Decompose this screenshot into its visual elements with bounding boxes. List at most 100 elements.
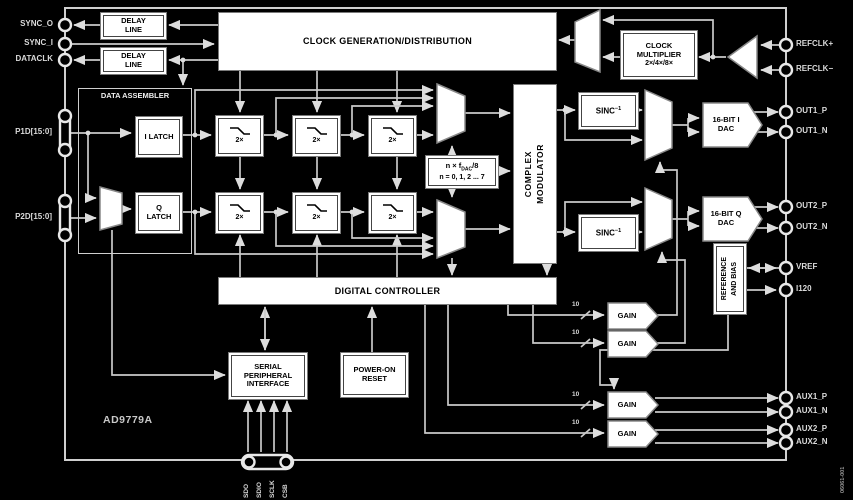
sync-o-label: SYNC_O: [20, 19, 53, 28]
i-interp-filter-2: 2×: [292, 115, 341, 157]
reference-bias-block: REFERENCE AND BIAS: [713, 243, 747, 315]
p2d-label: P2D[15:0]: [15, 212, 52, 221]
i-dac-shape: [702, 102, 763, 148]
reference-bias-label-1: REFERENCE: [721, 257, 729, 301]
sync-i-label: SYNC_I: [24, 38, 53, 47]
gain-dac-4-shape: [607, 420, 660, 448]
bus-width-3: 10: [572, 391, 580, 398]
gain-dac-2-shape: [607, 330, 660, 358]
aux2-p-label: AUX2_P: [796, 424, 828, 433]
pin-refclk-n: [778, 62, 794, 78]
sclk-label: SCLK: [269, 480, 276, 498]
pin-refclk-p: [778, 37, 794, 53]
clock-generation-block: CLOCK GENERATION/DISTRIBUTION: [218, 12, 557, 71]
complex-modulator-block: COMPLEX MODULATOR: [513, 84, 557, 264]
refclk-p-label: REFCLK+: [796, 39, 834, 48]
refclk-n-label: REFCLK−: [796, 64, 834, 73]
nco-line1: n × fDAC/8: [445, 161, 479, 173]
pin-out2-p: [778, 199, 794, 215]
data-assembler-block: [78, 88, 192, 254]
gain-3-label: GAIN: [617, 399, 637, 409]
dataclk-label: DATACLK: [15, 54, 53, 63]
pin-aux1-p: [778, 390, 794, 406]
csb-label: CSB: [282, 484, 289, 498]
spi-label: SERIAL PERIPHERAL INTERFACE: [243, 362, 293, 389]
q-dac-shape: [702, 196, 763, 242]
q-interp-filter-2-label: 2×: [312, 214, 321, 222]
pin-aux1-n: [778, 404, 794, 420]
aux1-p-label: AUX1_P: [796, 392, 828, 401]
pin-dataclk: [57, 52, 73, 68]
figure-code: 06061-001: [840, 466, 846, 493]
nco-line2: n = 0, 1, 2 ... 7: [439, 173, 485, 181]
spi-block: SERIAL PERIPHERAL INTERFACE: [228, 352, 308, 400]
digital-controller-block: DIGITAL CONTROLLER: [218, 277, 557, 305]
clock-source-mux: [574, 8, 601, 74]
q-interp-filter-1: 2×: [215, 192, 264, 234]
bus-width-4: 10: [572, 419, 580, 426]
power-on-reset-block: POWER-ON RESET: [340, 352, 409, 398]
clock-multiplier-label: CLOCK MULTIPLIER: [636, 41, 682, 59]
gain-1-label: GAIN: [617, 310, 637, 320]
q-interp-filter-3: 2×: [368, 192, 417, 234]
data-assembler-label: DATA ASSEMBLER: [100, 91, 170, 100]
q-interp-mux: [436, 198, 466, 260]
i-sinc-inverse-block: SINC−1: [578, 92, 639, 130]
i-interp-filter-1-label: 2×: [235, 137, 244, 145]
pin-sync-o: [57, 17, 73, 33]
q-latch-block: Q LATCH: [135, 192, 183, 234]
nco-frequency-block: n × fDAC/8 n = 0, 1, 2 ... 7: [425, 155, 499, 189]
pin-out1-p: [778, 104, 794, 120]
junction-dots: [85, 54, 716, 235]
sdio-label: SDIO: [256, 482, 263, 498]
out2-n-label: OUT2_N: [796, 222, 828, 231]
q-interp-filter-3-label: 2×: [388, 214, 397, 222]
delay-line-2-block: DELAY LINE: [100, 47, 167, 75]
gain-2-label: GAIN: [617, 338, 637, 348]
i-dac-label: 16-BIT I DAC: [712, 115, 740, 133]
q-sinc-inverse-block: SINC−1: [578, 214, 639, 252]
complex-modulator-label-1: COMPLEX: [523, 150, 534, 198]
part-number-label: AD9779A: [103, 414, 153, 426]
out1-n-label: OUT1_N: [796, 126, 828, 135]
pin-sync-i: [57, 36, 73, 52]
reference-bias-label-2: AND BIAS: [730, 262, 738, 296]
gain-dac-3-shape: [607, 391, 660, 419]
i-latch-block: I LATCH: [135, 116, 183, 158]
clock-generation-label: CLOCK GENERATION/DISTRIBUTION: [302, 36, 473, 47]
out1-p-label: OUT1_P: [796, 106, 828, 115]
i-interp-mux: [436, 82, 466, 145]
i-latch-label: I LATCH: [144, 131, 174, 141]
clock-multiplier-block: CLOCK MULTIPLIER 2×/4×/8×: [620, 30, 698, 80]
i-sinc-label: SINC−1: [595, 106, 622, 116]
i-interp-filter-1: 2×: [215, 115, 264, 157]
gain-dac-1-shape: [607, 302, 660, 330]
bus-width-1: 10: [572, 301, 580, 308]
i120-label: I120: [796, 284, 812, 293]
delay-line-1-block: DELAY LINE: [100, 12, 167, 40]
sdo-label: SDO: [243, 483, 250, 498]
q-dac-label: 16-BIT Q DAC: [710, 209, 742, 227]
i-dac-mux: [644, 88, 673, 162]
spi-port-shape: [240, 453, 295, 471]
refclk-buffer: [726, 34, 758, 80]
q-interp-filter-1-label: 2×: [235, 214, 244, 222]
pin-out1-n: [778, 124, 794, 140]
i-interp-filter-2-label: 2×: [312, 137, 321, 145]
out2-p-label: OUT2_P: [796, 201, 828, 210]
aux1-n-label: AUX1_N: [796, 406, 828, 415]
pin-out2-n: [778, 220, 794, 236]
q-dac-mux: [644, 186, 673, 252]
q-sinc-label: SINC−1: [595, 228, 622, 238]
i-interp-filter-3: 2×: [368, 115, 417, 157]
p1d-label: P1D[15:0]: [15, 127, 52, 136]
pins: [57, 17, 794, 471]
q-input-mux: [99, 186, 123, 231]
aux2-n-label: AUX2_N: [796, 437, 828, 446]
vref-label: VREF: [796, 262, 818, 271]
clock-multiplier-ratio: 2×/4×/8×: [645, 59, 673, 67]
power-on-reset-label: POWER-ON RESET: [353, 365, 396, 383]
q-interp-filter-2: 2×: [292, 192, 341, 234]
